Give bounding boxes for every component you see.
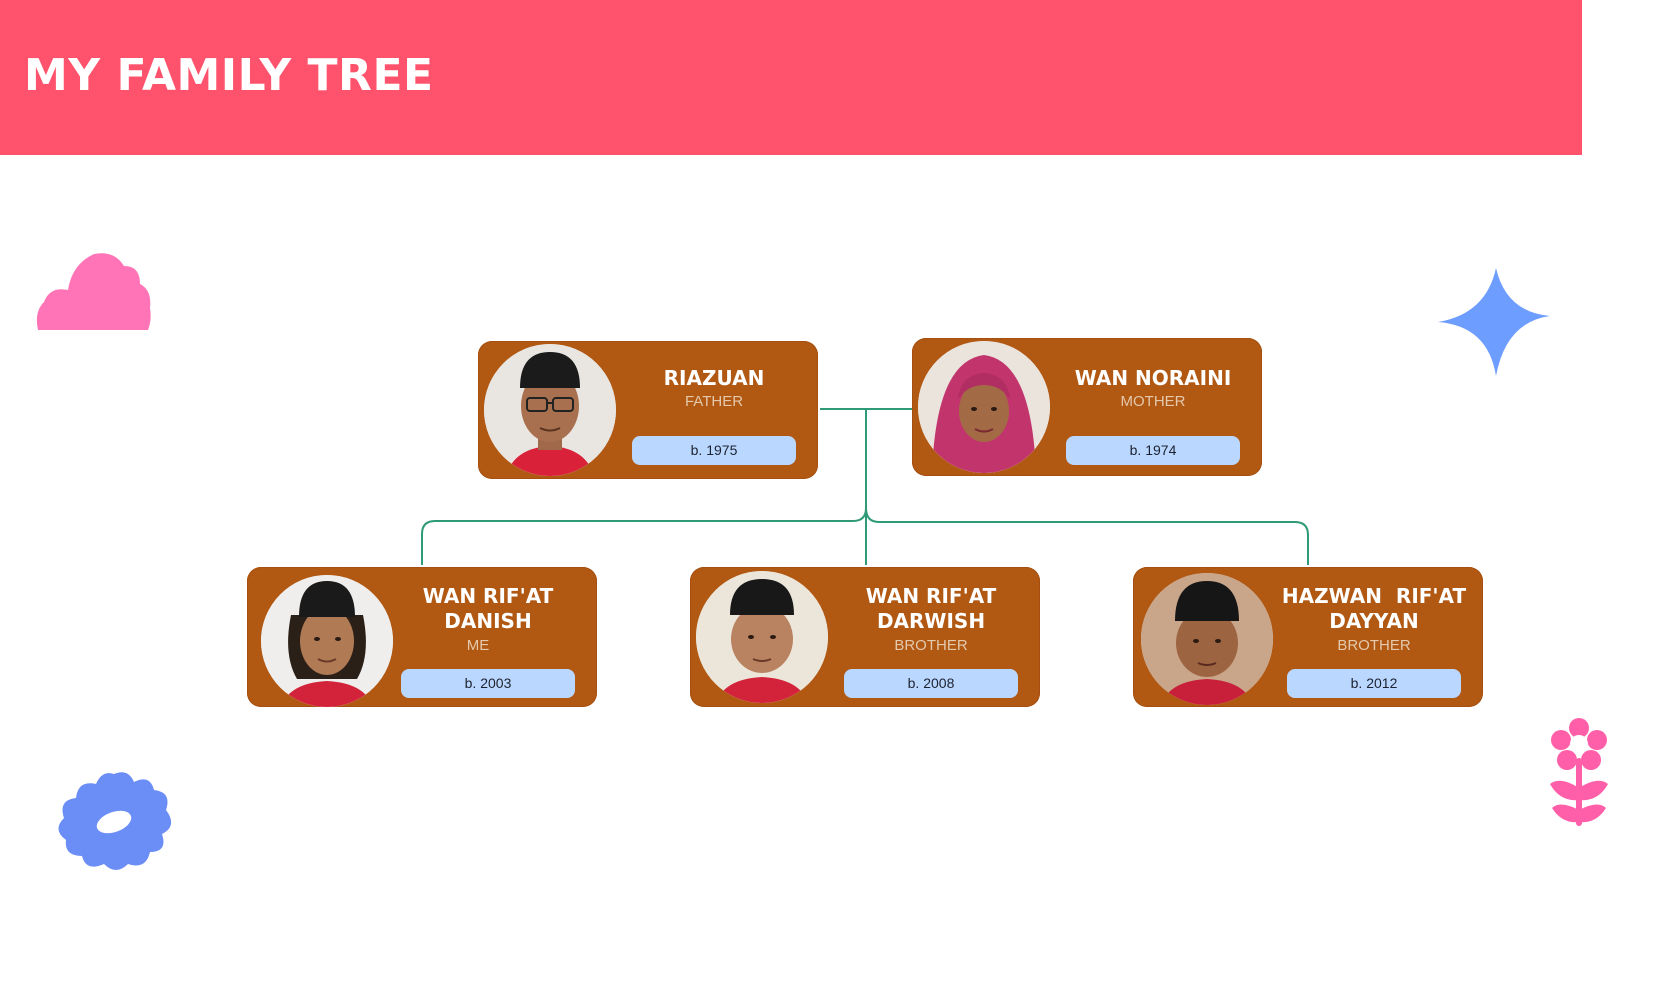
person-role: BROTHER [1337, 637, 1411, 654]
person-name-line2: DAYYAN [1329, 609, 1419, 633]
branch-right [865, 507, 1309, 565]
birth-year-badge: b. 2008 [844, 669, 1018, 698]
sparkle-icon [1438, 268, 1550, 376]
person-name: RIAZUAN [663, 366, 765, 390]
person-card-mother[interactable]: WAN NORAINI MOTHER b. 1974 [912, 338, 1262, 476]
birth-year-badge: b. 2003 [401, 669, 575, 698]
birth-year-badge: b. 1975 [632, 436, 796, 465]
birth-year-badge: b. 1974 [1066, 436, 1240, 465]
portrait-photo [484, 344, 616, 476]
flower-stem-icon [1550, 718, 1608, 826]
portrait-photo [696, 571, 828, 703]
portrait-photo [1141, 573, 1273, 705]
portrait-photo [918, 341, 1050, 473]
page-title: MY FAMILY TREE [24, 50, 434, 101]
person-name-line1: WAN RIF'AT [865, 584, 997, 608]
person-card-father[interactable]: RIAZUAN FATHER b. 1975 [478, 341, 818, 479]
header-bar [0, 0, 1582, 155]
person-name-line1: WAN RIF'AT [422, 584, 554, 608]
branch-left [421, 507, 867, 565]
person-role: FATHER [684, 393, 744, 410]
portrait-photo [261, 575, 393, 707]
person-name-line2: DANISH [444, 609, 532, 633]
person-card-child-dayyan[interactable]: HAZWAN RIF'AT DAYYAN BROTHER b. 2012 [1133, 567, 1483, 707]
person-card-child-danish[interactable]: WAN RIF'AT DANISH ME b. 2003 [247, 567, 597, 707]
person-role: ME [466, 637, 490, 654]
cloud-icon [36, 253, 151, 330]
person-role: BROTHER [894, 637, 968, 654]
person-name-line1: HAZWAN RIF'AT [1281, 584, 1467, 608]
person-name: WAN NORAINI [1074, 366, 1232, 390]
birth-year-badge: b. 2012 [1287, 669, 1461, 698]
person-role: MOTHER [1120, 393, 1186, 410]
person-name-line2: DARWISH [876, 609, 986, 633]
flower-icon [58, 772, 172, 870]
person-card-child-darwish[interactable]: WAN RIF'AT DARWISH BROTHER b. 2008 [690, 567, 1040, 707]
